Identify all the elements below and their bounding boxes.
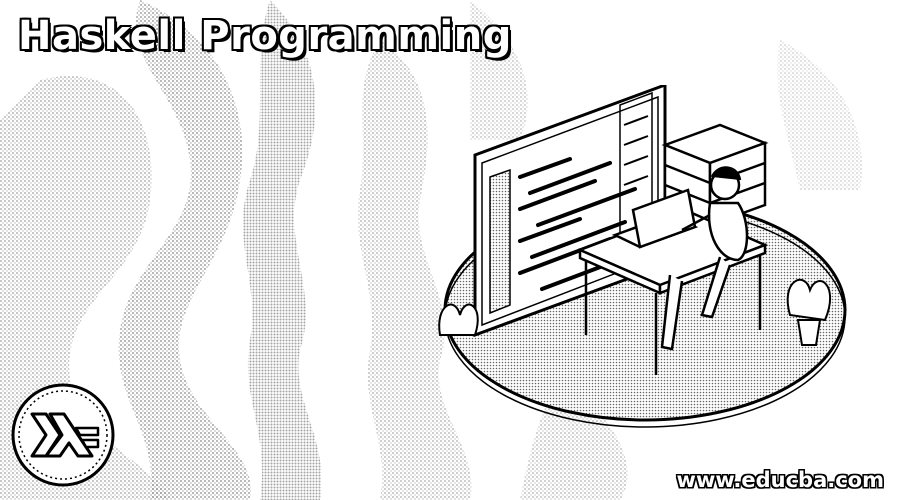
plant-right <box>786 278 831 346</box>
developer-illustration <box>438 85 847 428</box>
laptop <box>611 188 699 249</box>
haskell-logo-icon <box>11 383 115 487</box>
developer-figure <box>660 166 749 351</box>
plant-left <box>438 303 479 336</box>
banner-title: Haskell Programming <box>18 13 512 59</box>
website-url[interactable]: www.educba.com <box>676 468 884 492</box>
